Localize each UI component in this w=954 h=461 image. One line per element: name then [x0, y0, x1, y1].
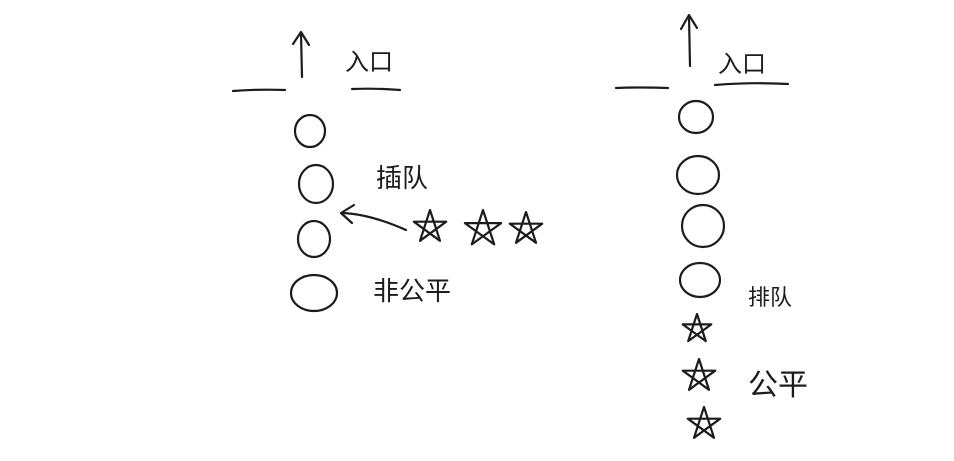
entrance-label: 入口	[718, 50, 766, 78]
arrow-up-icon	[679, 13, 699, 68]
unfair-label: 非公平	[373, 277, 451, 307]
circle-icon	[678, 261, 722, 299]
star-icon	[412, 208, 448, 242]
entrance-line-left	[231, 88, 287, 93]
arrow-up-icon	[291, 30, 311, 79]
star-icon	[463, 208, 503, 246]
circle-icon	[289, 273, 339, 313]
circle-icon	[675, 154, 721, 196]
star-icon	[681, 312, 713, 343]
right-panel: 入口 排队 公平	[614, 13, 808, 439]
entrance-line-right	[350, 87, 402, 92]
circle-icon	[296, 219, 332, 259]
circle-icon	[297, 163, 335, 205]
entrance-line-right	[713, 82, 790, 87]
queue-jump-label: 插队	[376, 164, 428, 194]
star-icon	[686, 405, 722, 439]
circle-icon	[680, 203, 726, 249]
left-panel: 入口 插队 非公平	[231, 30, 544, 313]
queue-label: 排队	[748, 286, 792, 311]
fair-label: 公平	[748, 368, 808, 403]
circle-icon	[293, 113, 327, 149]
entrance-label: 入口	[345, 48, 393, 76]
cut-in-arrow	[339, 203, 408, 232]
star-icon	[508, 210, 544, 244]
circle-icon	[677, 99, 715, 135]
entrance-line-left	[614, 86, 670, 90]
star-icon	[681, 357, 717, 391]
